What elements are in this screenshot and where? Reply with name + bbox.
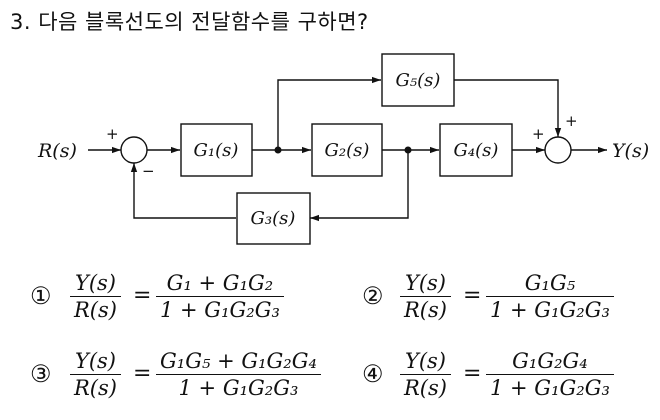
equals-sign: =	[463, 361, 482, 386]
option-2[interactable]: ② Y(s) R(s) = G₁G₅ 1 + G₁G₂G₃	[362, 268, 652, 330]
option-lhs: Y(s) R(s)	[70, 270, 121, 323]
block-diagram: G₁(s) G₂(s) G₄(s) G₅(s) G₃(s) R(s) Y(s) …	[37, 53, 649, 245]
lhs-denominator: R(s)	[70, 374, 121, 401]
block-g2-label: G₂(s)	[325, 140, 370, 161]
block-g4	[439, 123, 513, 177]
equals-sign: =	[133, 361, 152, 386]
rhs-denominator: 1 + G₁G₂G₃	[486, 374, 614, 401]
option-number: ①	[30, 282, 52, 310]
rhs-numerator: G₁G₅ + G₁G₂G₄	[160, 349, 317, 373]
option-1[interactable]: ① Y(s) R(s) = G₁ + G₁G₂ 1 + G₁G₂G₃	[30, 268, 330, 330]
summing-junction-2	[544, 136, 572, 164]
lhs-numerator: Y(s)	[404, 271, 446, 295]
lhs-numerator: Y(s)	[74, 271, 116, 295]
option-rhs: G₁ + G₁G₂ 1 + G₁G₂G₃	[156, 270, 284, 323]
sum1-minus-sign: −	[142, 162, 155, 180]
equals-sign: =	[133, 283, 152, 308]
rhs-denominator: 1 + G₁G₂G₃	[156, 374, 321, 401]
option-number: ③	[30, 360, 52, 388]
lhs-numerator: Y(s)	[404, 349, 446, 373]
rhs-numerator: G₁G₅	[524, 271, 576, 295]
option-number: ②	[362, 282, 384, 310]
rhs-denominator: 1 + G₁G₂G₃	[156, 296, 284, 323]
lhs-denominator: R(s)	[400, 374, 451, 401]
rhs-denominator: 1 + G₁G₂G₃	[486, 296, 614, 323]
block-g1	[180, 123, 253, 177]
sum2-plus-left-sign: +	[532, 125, 545, 143]
block-g4-label: G₄(s)	[454, 140, 499, 161]
block-g2	[311, 123, 383, 177]
block-g1-label: G₁(s)	[194, 140, 239, 161]
option-rhs: G₁G₅ 1 + G₁G₂G₃	[486, 270, 614, 323]
sum1-plus-sign: +	[106, 125, 119, 143]
option-rhs: G₁G₅ + G₁G₂G₄ 1 + G₁G₂G₃	[156, 348, 321, 401]
option-4[interactable]: ④ Y(s) R(s) = G₁G₂G₄ 1 + G₁G₂G₃	[362, 346, 652, 408]
pickoff-point-2	[404, 146, 412, 154]
question-title: 3. 다음 블록선도의 전달함수를 구하면?	[10, 10, 369, 34]
summing-junction-1	[120, 136, 148, 164]
option-lhs: Y(s) R(s)	[400, 270, 451, 323]
output-label: Y(s)	[612, 140, 649, 162]
lhs-denominator: R(s)	[70, 296, 121, 323]
equals-sign: =	[463, 283, 482, 308]
option-3[interactable]: ③ Y(s) R(s) = G₁G₅ + G₁G₂G₄ 1 + G₁G₂G₃	[30, 346, 350, 408]
lhs-denominator: R(s)	[400, 296, 451, 323]
block-g5-label: G₅(s)	[396, 70, 441, 91]
block-g3-label: G₃(s)	[251, 208, 296, 229]
option-lhs: Y(s) R(s)	[400, 348, 451, 401]
lhs-numerator: Y(s)	[74, 349, 116, 373]
block-g3	[236, 192, 311, 245]
sum2-plus-top-sign: +	[565, 112, 578, 130]
option-lhs: Y(s) R(s)	[70, 348, 121, 401]
rhs-numerator: G₁ + G₁G₂	[166, 271, 274, 295]
option-number: ④	[362, 360, 384, 388]
input-label: R(s)	[37, 140, 77, 162]
pickoff-point-1	[274, 146, 282, 154]
option-rhs: G₁G₂G₄ 1 + G₁G₂G₃	[486, 348, 614, 401]
block-g5	[381, 53, 455, 107]
rhs-numerator: G₁G₂G₄	[512, 349, 588, 373]
